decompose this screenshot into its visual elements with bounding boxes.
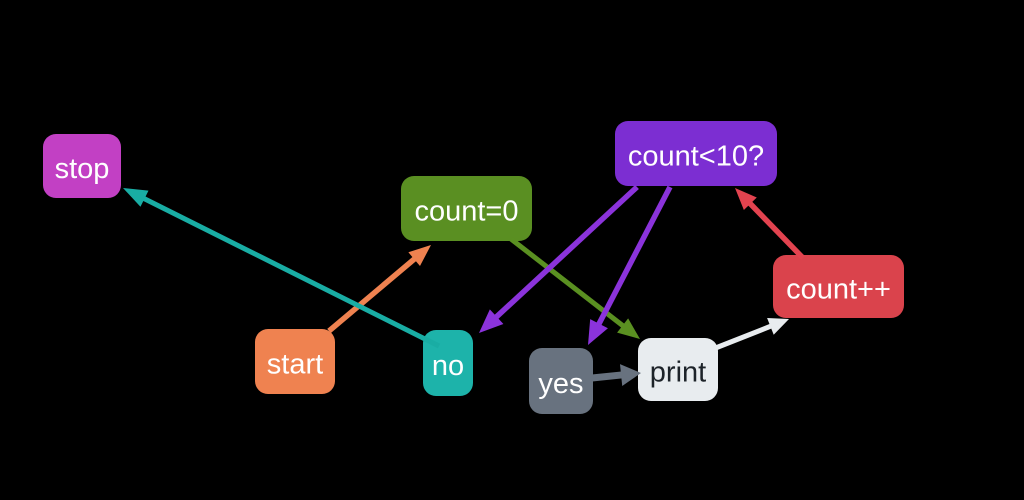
edge-no-to-stop-arrowhead-icon (123, 188, 149, 207)
edge-yes-to-print-arrowhead-icon (619, 364, 641, 386)
node-condition: count<10? (615, 121, 777, 186)
node-count-inc-box (773, 255, 904, 318)
node-print-box (638, 338, 718, 401)
edge-start-to-count-init (327, 245, 431, 334)
edge-count-inc-to-condition-arrowhead-icon (735, 188, 757, 211)
edge-condition-to-no (479, 184, 639, 333)
edge-condition-to-no-line (493, 184, 639, 321)
node-condition-box (615, 121, 777, 186)
node-count-init-label: count=0 (414, 196, 518, 228)
node-print-label: print (650, 357, 706, 389)
node-stop: stop (43, 134, 121, 198)
edge-print-to-count-inc-line (712, 323, 774, 352)
edge-start-to-count-init-line (327, 255, 418, 334)
node-yes: yes (529, 348, 593, 414)
node-condition-label: count<10? (628, 141, 764, 173)
edge-start-to-count-init-arrowhead-icon (408, 245, 431, 267)
node-stop-label: stop (55, 153, 110, 185)
edge-condition-to-yes-line (595, 185, 673, 327)
edge-yes-to-print (591, 364, 641, 386)
edge-no-to-stop-line (141, 195, 441, 349)
node-count-inc-label: count++ (786, 274, 891, 306)
edge-condition-to-yes (588, 185, 673, 345)
node-print: print (638, 338, 718, 401)
edge-condition-to-no-arrowhead-icon (479, 309, 504, 333)
node-count-inc: count++ (773, 255, 904, 318)
edges-layer (123, 184, 805, 386)
node-count-init-box (401, 176, 532, 241)
node-count-init: count=0 (401, 176, 532, 241)
node-yes-box (529, 348, 593, 414)
node-start: start (255, 329, 335, 394)
edge-print-to-count-inc-arrowhead-icon (767, 317, 789, 335)
node-yes-label: yes (538, 368, 583, 400)
node-start-label: start (267, 349, 323, 381)
edge-no-to-stop (123, 188, 441, 349)
edge-count-inc-to-condition (735, 188, 805, 260)
edge-count-inc-to-condition-line (746, 200, 805, 260)
nodes-layer: stop count=0 count<10? count++ start no yes pri… (43, 121, 904, 414)
node-no-label: no (432, 350, 464, 382)
edge-count-init-to-print-arrowhead-icon (617, 318, 640, 339)
edge-print-to-count-inc (712, 317, 789, 352)
edge-condition-to-yes-arrowhead-icon (588, 319, 608, 345)
node-start-box (255, 329, 335, 394)
edge-yes-to-print-line (591, 371, 624, 382)
node-stop-box (43, 134, 121, 198)
